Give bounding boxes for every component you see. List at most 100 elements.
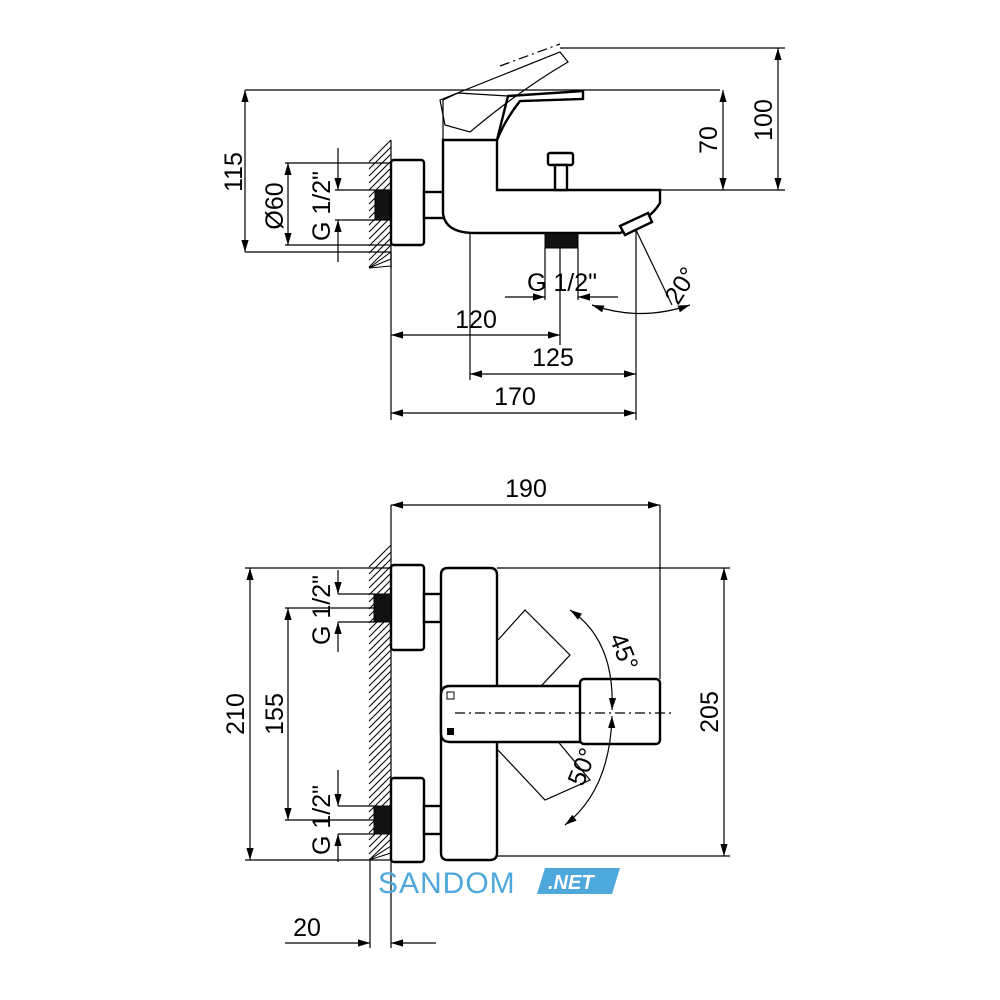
- dim-label-45deg: 45°: [603, 629, 643, 675]
- hatch-line: [368, 684, 392, 708]
- hatch-line: [368, 712, 392, 736]
- hatch-line: [368, 747, 392, 771]
- hatch-line: [368, 852, 392, 861]
- hatch-line: [368, 726, 392, 750]
- dim-label-g-bottom: G 1/2": [527, 269, 597, 297]
- hatch-line: [368, 782, 392, 806]
- dim-label-125: 125: [532, 344, 574, 372]
- hatch-line: [368, 677, 392, 701]
- hatch-line: [368, 544, 392, 568]
- hatch-line: [368, 146, 392, 170]
- hatch-line: [368, 160, 392, 184]
- wall-flange-upper: [389, 563, 426, 652]
- watermark-suffix: .NET: [548, 872, 595, 894]
- angle-arc-50: [564, 715, 616, 826]
- hatch-line: [368, 621, 392, 645]
- dim-label-50deg: 50°: [563, 744, 603, 790]
- inlet-thread-upper: [373, 593, 392, 623]
- lever-ghost: [439, 51, 569, 133]
- dim-label-g-bottom-plan: G 1/2": [308, 785, 336, 855]
- hatch-line: [368, 768, 392, 792]
- outlet-thread: [544, 232, 579, 249]
- dim-label-115: 115: [220, 152, 248, 192]
- hatch-line: [368, 258, 392, 269]
- hatch-line: [368, 705, 392, 729]
- dim-label-155: 155: [261, 693, 289, 735]
- hatch-line: [368, 174, 392, 198]
- diverter-knob: [546, 151, 575, 192]
- hatch-line: [368, 831, 392, 855]
- hatch-line: [368, 237, 392, 261]
- wall-flange-lower: [389, 776, 426, 864]
- hatch-line: [368, 230, 392, 254]
- aerator: [618, 211, 654, 237]
- dim-label-120: 120: [455, 306, 497, 334]
- hatch-line: [368, 642, 392, 666]
- hatch-line: [368, 628, 392, 652]
- hatch-line: [368, 740, 392, 764]
- hatch-line: [368, 216, 392, 240]
- hatch-line: [368, 558, 392, 582]
- hatch-line: [368, 775, 392, 799]
- wall-hatch-top: [368, 139, 392, 269]
- hatch-line: [368, 656, 392, 680]
- hatch-line: [368, 649, 392, 673]
- dim-label-d60: Ø60: [261, 182, 289, 229]
- plan-view: 45° 50° 190 210 155 G 1/2" G 1/2": [222, 475, 730, 948]
- spout-plan: [578, 677, 662, 746]
- hatch-line: [368, 244, 392, 268]
- dim-label-g-left: G 1/2": [308, 171, 336, 241]
- hatch-line: [368, 579, 392, 603]
- lever-handle-plan: [439, 684, 587, 744]
- hatch-line: [368, 789, 392, 813]
- watermark-badge: [537, 868, 620, 894]
- hatch-line: [368, 754, 392, 778]
- dim-label-20deg: 20°: [659, 262, 703, 309]
- hatch-line: [368, 761, 392, 785]
- cold-marker-icon: [447, 728, 454, 735]
- dim-label-70: 70: [695, 126, 723, 154]
- hot-marker-icon: [446, 691, 455, 700]
- dim-label-170: 170: [494, 383, 536, 411]
- lever-base: [442, 92, 509, 140]
- hatch-line: [368, 572, 392, 596]
- hatch-line: [368, 845, 392, 861]
- inlet-connector: [422, 190, 446, 220]
- hatch-line: [368, 719, 392, 743]
- dim-label-190: 190: [505, 475, 547, 503]
- mixer-body: [441, 138, 662, 235]
- hatch-line: [368, 265, 392, 269]
- wall-flange: [389, 158, 426, 247]
- angle-arc-45: [569, 609, 617, 711]
- hatch-line: [368, 691, 392, 715]
- watermark-name: SANDOM: [378, 867, 516, 900]
- dim-label-100: 100: [750, 99, 778, 141]
- watermark: SANDOM .NET: [378, 867, 620, 900]
- hatch-line: [368, 635, 392, 659]
- inlet-thread-lower: [373, 805, 392, 835]
- hatch-line: [368, 698, 392, 722]
- dim-label-205: 205: [696, 691, 724, 733]
- side-view: 115 Ø60 G 1/2" G 1/2" 20° 120 125 170 70…: [220, 43, 785, 420]
- inlet-connector-upper: [422, 592, 443, 624]
- hatch-line: [368, 663, 392, 687]
- hatch-line: [368, 551, 392, 575]
- hatch-line: [368, 670, 392, 694]
- hatch-line: [368, 565, 392, 589]
- hatch-line: [368, 251, 392, 269]
- inlet-thread: [374, 189, 391, 221]
- hatch-line: [368, 139, 392, 163]
- hatch-line: [368, 733, 392, 757]
- hatch-line: [368, 153, 392, 177]
- angle-arc-20: [591, 304, 691, 315]
- hatch-line: [368, 223, 392, 247]
- dim-label-g-top-plan: G 1/2": [308, 575, 336, 645]
- dim-label-210: 210: [222, 693, 250, 735]
- dim-label-20: 20: [293, 914, 321, 942]
- inlet-connector-lower: [422, 804, 443, 836]
- hatch-line: [368, 167, 392, 191]
- lever-handle: [495, 89, 585, 141]
- hatch-line: [368, 838, 392, 861]
